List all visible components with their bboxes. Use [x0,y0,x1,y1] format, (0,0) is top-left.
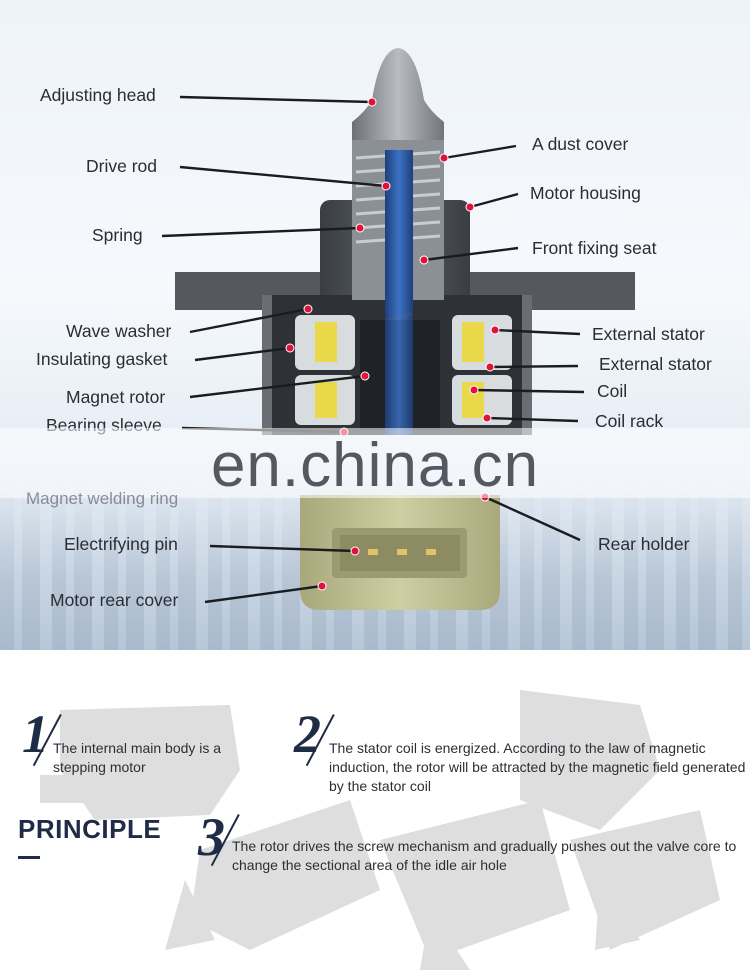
step-2-text: The stator coil is energized. According … [329,740,746,794]
exploded-diagram-panel: Adjusting head Drive rod Spring Wave was… [0,0,750,650]
label-coil: Coil [597,381,628,401]
label-external-stator-2: External stator [599,354,712,374]
label-dust-cover: A dust cover [532,134,629,154]
watermark-band [0,428,750,498]
principle-section: 1 The internal main body is a stepping m… [0,650,750,976]
adjusting-head-cap [352,48,444,140]
label-electrifying-pin: Electrifying pin [64,534,178,554]
label-magnet-welding-ring: Magnet welding ring [26,489,179,508]
label-insulating-gasket: Insulating gasket [36,349,168,369]
label-drive-rod: Drive rod [86,156,157,176]
step-2-number: 2 [294,704,321,764]
label-front-fixing-seat: Front fixing seat [532,238,657,258]
label-wave-washer: Wave washer [66,321,172,341]
principle-underline [18,856,40,859]
step-1-text: The internal main body is a stepping mot… [53,740,222,775]
faded-product-photos [40,690,720,970]
label-spring: Spring [92,225,143,245]
watermark-text: en.china.cn [210,431,540,500]
step-1-number: 1 [22,704,49,764]
label-magnet-rotor: Magnet rotor [66,387,166,407]
label-motor-rear-cover: Motor rear cover [50,590,179,610]
label-adjusting-head: Adjusting head [40,85,156,105]
principle-title: PRINCIPLE [18,814,162,844]
label-coil-rack: Coil rack [595,411,664,431]
idle-air-control-valve-cutaway [161,48,635,610]
label-rear-holder: Rear holder [598,534,690,554]
step-3-text: The rotor drives the screw mechanism and… [232,838,737,873]
label-external-stator-1: External stator [592,324,705,344]
label-motor-housing: Motor housing [530,183,641,203]
step-3-number: 3 [198,807,225,867]
